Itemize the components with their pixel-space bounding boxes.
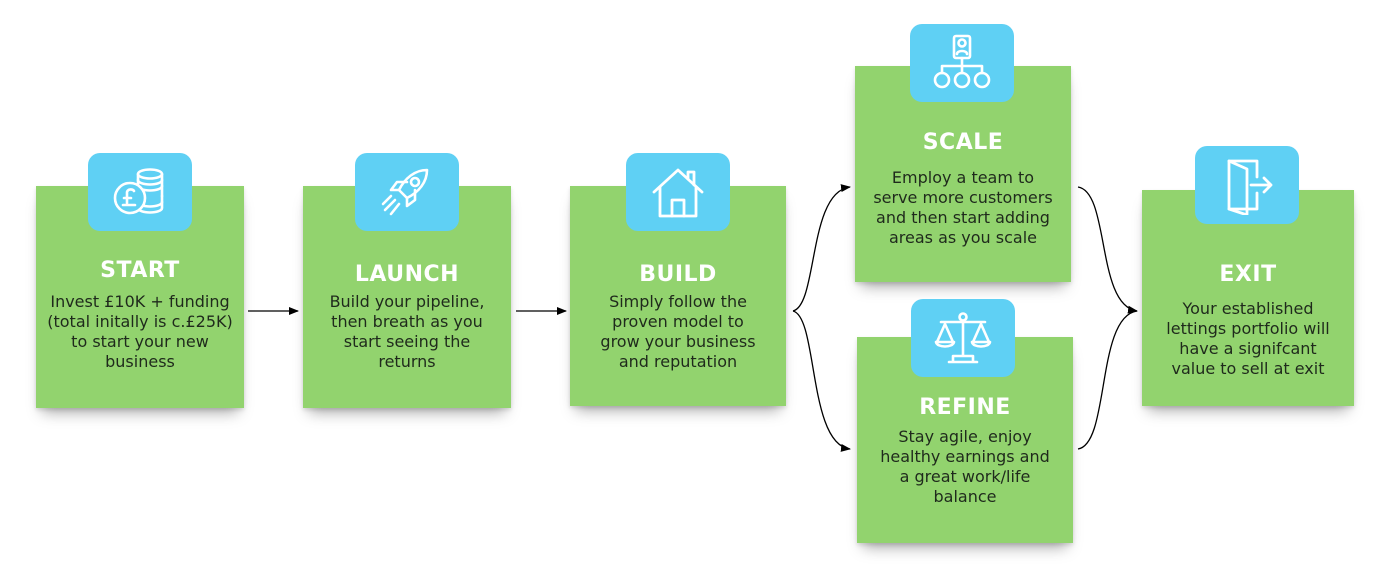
- step-card-refine: REFINE Stay agile, enjoy healthy earning…: [857, 299, 1073, 543]
- branch-build-scale: [792, 184, 851, 312]
- icon-tile-build: [626, 153, 730, 231]
- step-description: Invest £10K + funding (total initally is…: [47, 292, 233, 371]
- step-title: SCALE: [922, 130, 1004, 155]
- step-description: Build your pipeline, then breath as you …: [329, 292, 485, 371]
- merge-refine-exit: [1077, 310, 1138, 450]
- step-card-launch: LAUNCH Build your pipeline, then breath …: [303, 153, 511, 408]
- step-card-exit: EXIT Your established lettings portfolio…: [1142, 146, 1354, 406]
- merge-scale-exit: [1077, 186, 1138, 314]
- icon-tile-start: [88, 153, 192, 231]
- branch-build-refine: [792, 310, 851, 452]
- step-card-scale: SCALE Employ a team to serve more custom…: [855, 24, 1071, 282]
- icon-tile-exit: [1195, 146, 1299, 224]
- step-card-build: BUILD Simply follow the proven model to …: [570, 153, 786, 406]
- org-chart-icon: [933, 34, 991, 89]
- step-title: START: [100, 258, 180, 283]
- step-title: EXIT: [1219, 262, 1277, 287]
- step-description: Stay agile, enjoy healthy earnings and a…: [880, 427, 1050, 506]
- house-icon: [652, 168, 704, 218]
- icon-tile-launch: [355, 153, 459, 231]
- icon-tile-refine: [911, 299, 1015, 377]
- rocket-icon: [381, 168, 429, 216]
- step-title: BUILD: [639, 262, 717, 287]
- step-description: Employ a team to serve more customers an…: [873, 168, 1053, 247]
- step-description: Simply follow the proven model to grow y…: [600, 292, 756, 371]
- step-title: REFINE: [919, 395, 1011, 420]
- step-description: Your established lettings portfolio will…: [1166, 299, 1330, 378]
- coins-pound-icon: [113, 168, 164, 215]
- exit-door-icon: [1227, 159, 1273, 215]
- icon-tile-scale: [910, 24, 1014, 102]
- step-title: LAUNCH: [354, 262, 460, 287]
- scales-icon: [934, 312, 992, 364]
- step-card-start: START Invest £10K + funding (total inita…: [36, 153, 244, 408]
